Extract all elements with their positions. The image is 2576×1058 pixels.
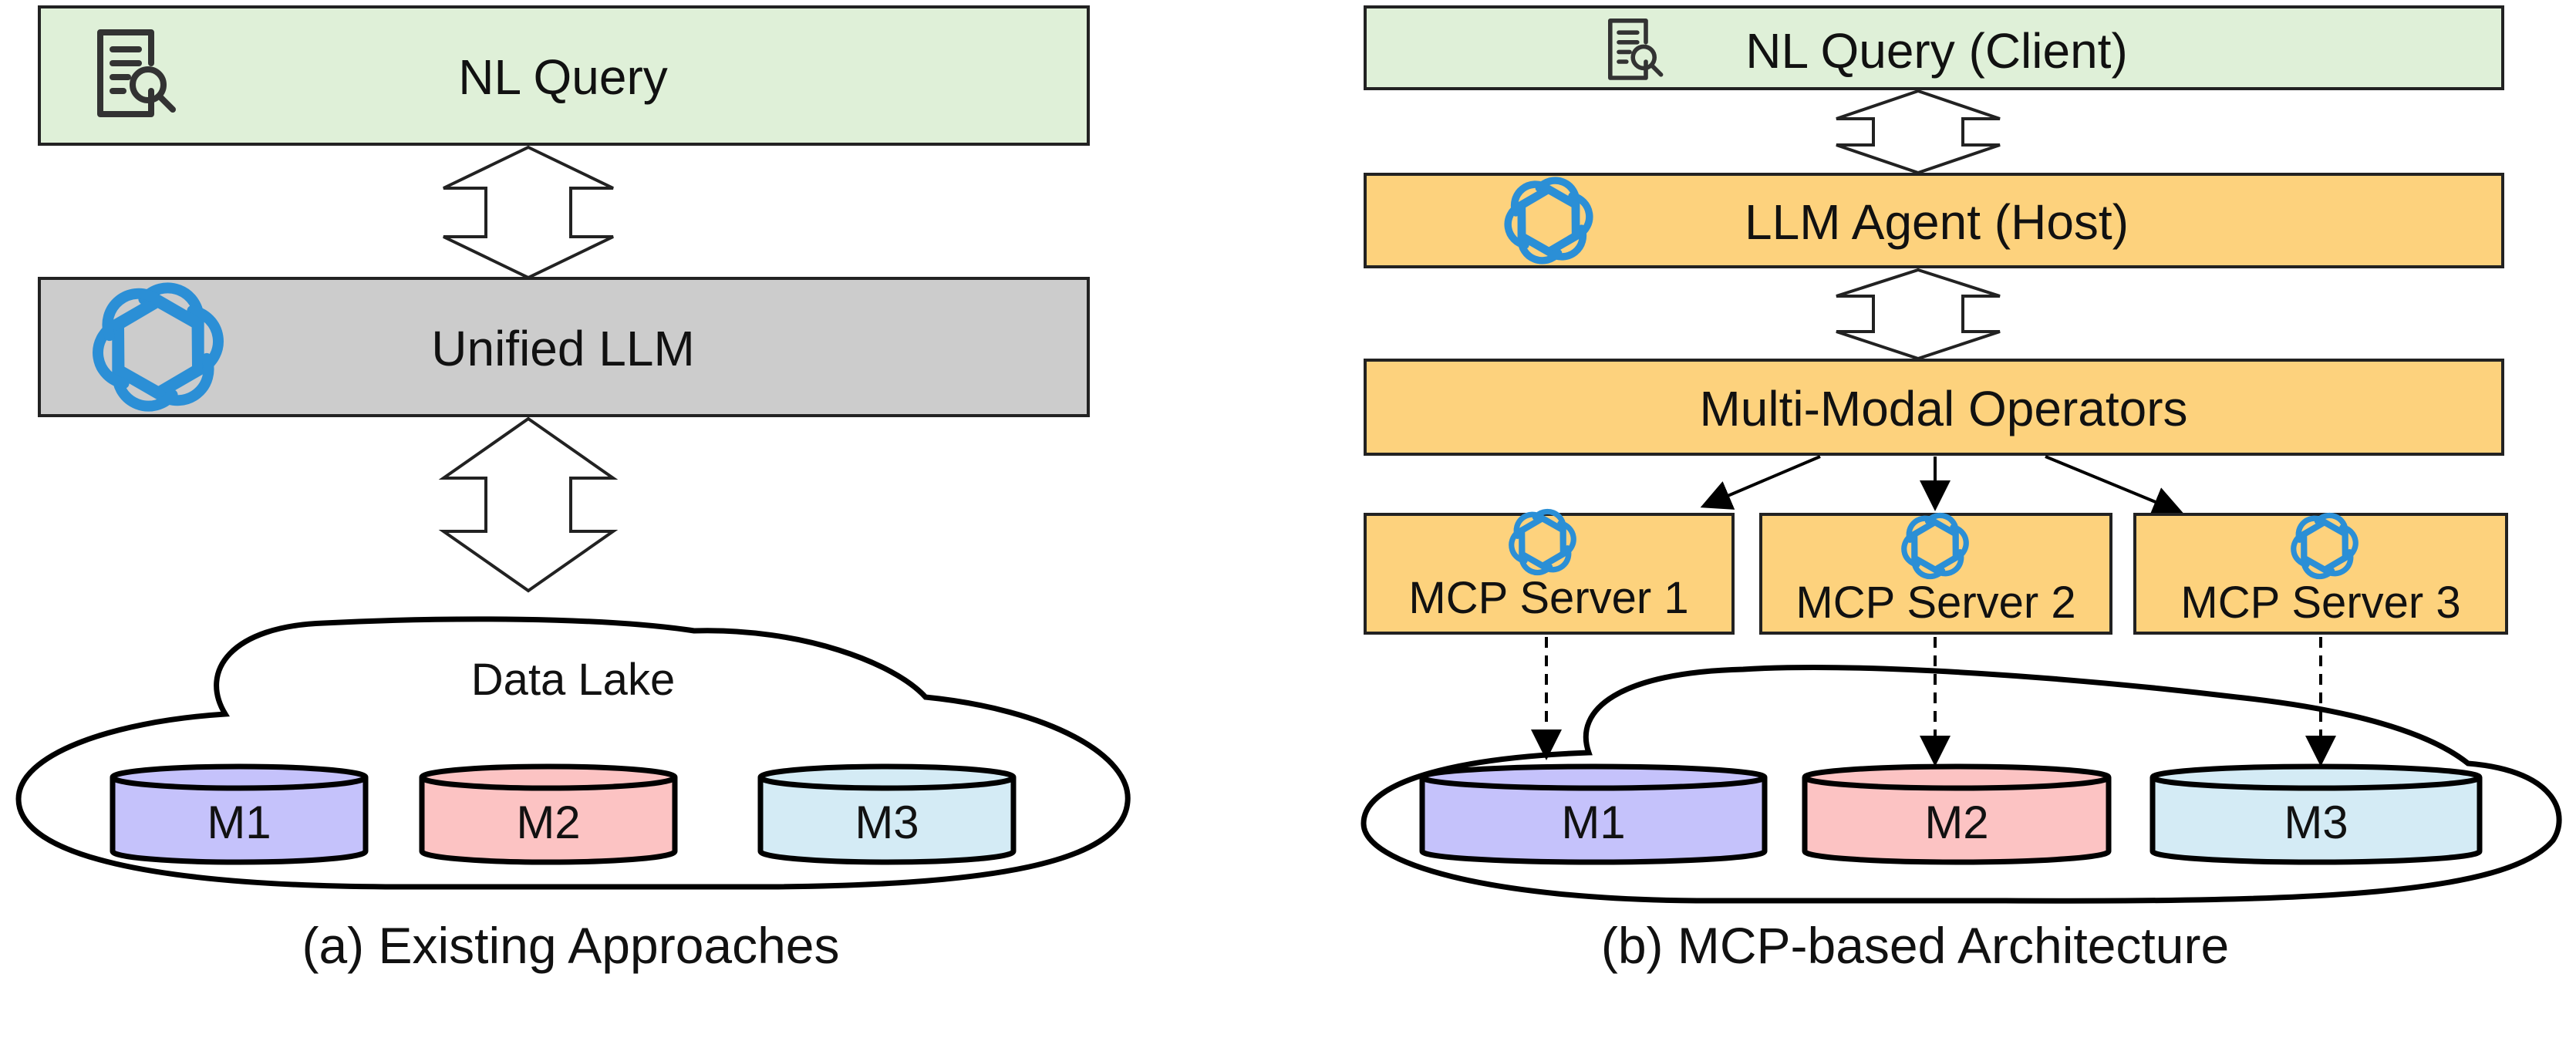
- cylinder-m3: M3: [757, 763, 1017, 865]
- multi-modal-operators-label: Multi-Modal Operators: [1699, 381, 2187, 436]
- unified-llm-label: Unified LLM: [431, 321, 695, 376]
- nl-query-box: [38, 5, 1090, 146]
- cylinder-label: M3: [2284, 797, 2348, 848]
- double-arrow-icon: [438, 416, 619, 593]
- mcp-server-3: MCP Server 3: [2133, 513, 2508, 635]
- cylinder-m1: M1: [110, 763, 369, 865]
- double-arrow-icon: [1836, 268, 2001, 361]
- cylinder-label: M2: [1924, 797, 1988, 848]
- cylinder-label: M2: [516, 797, 580, 848]
- cylinder-label: M1: [1561, 797, 1625, 848]
- nl-query-label: NL Query: [458, 49, 668, 105]
- caption-b: (b) MCP-based Architecture: [1601, 917, 2229, 974]
- cylinder-label: M1: [207, 797, 271, 848]
- cylinder-m2: M2: [419, 763, 678, 865]
- nl-query-client-box: [1364, 5, 2504, 90]
- llm-agent-label: LLM Agent (Host): [1745, 194, 2129, 250]
- mcp-server-label: MCP Server 1: [1408, 573, 1688, 623]
- double-arrow-icon: [443, 145, 614, 280]
- mcp-server-1: MCP Server 1: [1364, 509, 1735, 635]
- arrow-to-server-1: [1700, 455, 1821, 510]
- data-lake-label: Data Lake: [471, 655, 675, 705]
- mcp-server-2: MCP Server 2: [1759, 513, 2112, 635]
- arrow-to-server-3: [2045, 455, 2184, 517]
- caption-a: (a) Existing Approaches: [302, 917, 839, 974]
- multi-modal-operators-box: [1364, 359, 2504, 456]
- double-arrow-icon: [1836, 89, 2001, 175]
- nl-query-client-label: NL Query (Client): [1745, 23, 2128, 79]
- panel-b: NL Query (Client) LLM Agent (Host) Multi…: [1360, 5, 2562, 974]
- cylinder-m1: M1: [1419, 763, 1768, 865]
- cylinder-label: M3: [855, 797, 919, 848]
- cylinder-m3: M3: [2149, 763, 2483, 865]
- mcp-server-label: MCP Server 3: [2180, 578, 2460, 628]
- cylinder-m2: M2: [1802, 763, 2112, 865]
- panel-a: NL Query Unified LLM Data Lake M1 M2 M3: [15, 5, 1131, 974]
- mcp-server-label: MCP Server 2: [1795, 578, 2075, 628]
